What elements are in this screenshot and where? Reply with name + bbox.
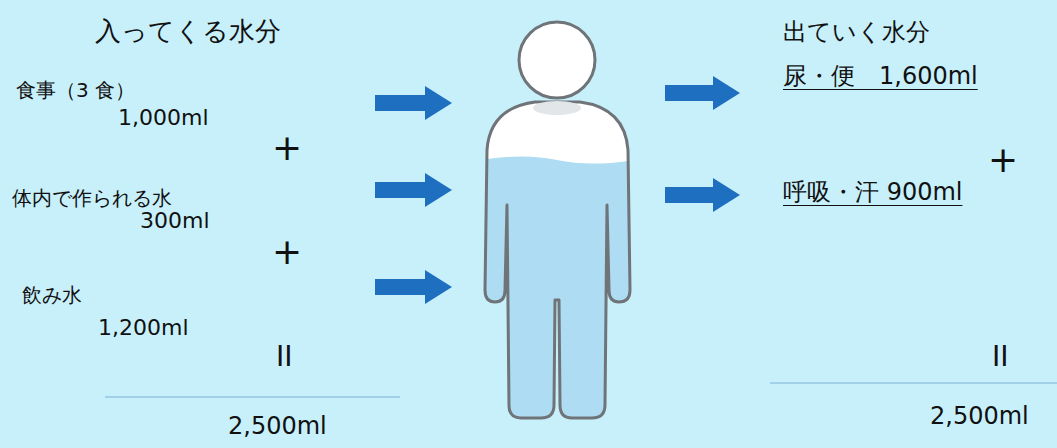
- total-amount: 2,500ml: [930, 402, 1029, 431]
- plus-sign: +: [272, 230, 302, 273]
- arrow-out: [665, 178, 740, 212]
- item-name: 飲み水: [22, 283, 82, 307]
- amount: 300ml: [140, 208, 210, 234]
- plus-sign: +: [988, 138, 1018, 181]
- person-head: [519, 22, 595, 98]
- amount: 1,200ml: [98, 315, 189, 341]
- arrow-in: [375, 270, 452, 304]
- output-item: 尿・便 1,600ml: [783, 62, 978, 91]
- sum-line: [770, 382, 1057, 383]
- arrows: [375, 76, 740, 304]
- equals-sign: II: [992, 340, 1009, 374]
- output-item: 呼吸・汗 900ml: [783, 178, 962, 207]
- column-heading: 出ていく水分: [783, 18, 930, 47]
- arrow-in: [375, 173, 452, 207]
- body-water: [470, 156, 645, 430]
- neck-collar: [533, 101, 581, 115]
- item-name: 体内で作られる水: [12, 186, 172, 210]
- person-figure: [470, 22, 645, 430]
- plus-sign: +: [272, 126, 302, 169]
- sum-line: [105, 396, 400, 397]
- item-name: 食事（3 食）: [16, 78, 135, 102]
- amount: 1,000ml: [118, 105, 209, 131]
- equals-sign: II: [276, 340, 293, 374]
- arrow-out: [665, 76, 740, 110]
- column-heading: 入ってくる水分: [95, 16, 281, 47]
- total-amount: 2,500ml: [228, 412, 327, 441]
- body-outline: [485, 102, 630, 418]
- arrow-in: [375, 86, 452, 120]
